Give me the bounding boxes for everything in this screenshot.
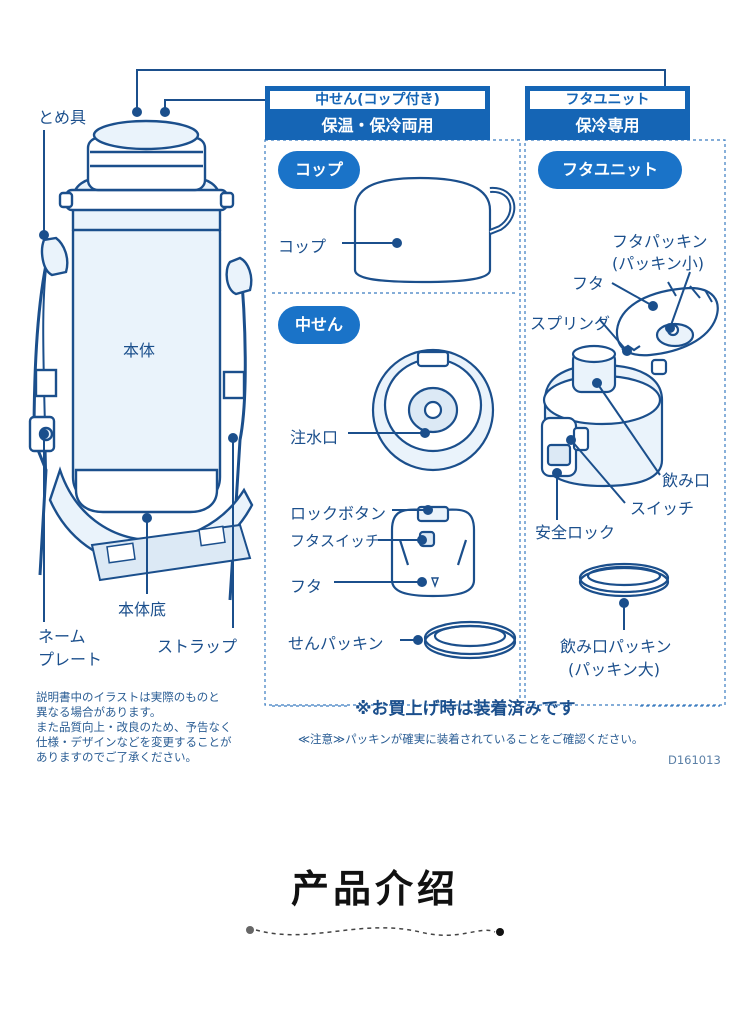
caution-note: ≪注意≫パッキンが確実に装着されていることをご確認ください。 <box>298 732 644 746</box>
label-name-plate-line2: プレート <box>38 650 103 669</box>
label-strap: ストラップ <box>157 637 238 656</box>
label-futa-packing-line2: (パッキン小) <box>612 254 705 273</box>
packing-small-illustration <box>423 620 517 660</box>
bottle-illustration <box>28 119 254 601</box>
label-hontai-zoko: 本体底 <box>118 600 167 619</box>
header-futa-unit: フタユニット 保冷専用 <box>525 86 690 140</box>
cup-leader <box>342 238 402 248</box>
label-tomegu: とめ具 <box>38 108 87 127</box>
lid-unit-leaders <box>552 271 691 630</box>
label-futa-packing-line1: フタパッキン <box>612 232 708 251</box>
label-cup: コップ <box>278 237 327 256</box>
label-hontai: 本体 <box>123 341 156 360</box>
header-futa-unit-bottom: 保冷専用 <box>575 116 640 135</box>
pill-nakasen: 中せん <box>278 306 360 344</box>
label-lock-button: ロックボタン <box>290 504 387 523</box>
label-futa-unit-futa: フタ <box>572 274 605 293</box>
lid-unit-illustration <box>540 281 719 488</box>
pill-futa-unit: フタユニット <box>538 151 682 189</box>
label-name-plate-line1: ネーム <box>38 627 86 646</box>
packing-large-illustration <box>578 562 670 598</box>
left-leader-lines <box>39 130 238 628</box>
header-nakasen-top: 中せん(コップ付き) <box>268 89 487 111</box>
header-nakasen: 中せん(コップ付き) 保温・保冷両用 <box>265 86 490 140</box>
nakasen-leaders <box>334 428 433 645</box>
installed-note: ※お買上げ時は装着済みです <box>355 699 576 719</box>
label-nomiguchi-packing-line2: (パッキン大) <box>568 660 661 679</box>
connector-lines <box>132 69 666 117</box>
label-nakasen-futa: フタ <box>290 577 323 596</box>
label-sen-packing: せんパッキン <box>288 634 384 653</box>
label-chusuiguchi: 注水口 <box>290 428 339 447</box>
label-futa-switch: フタスイッチ <box>290 532 381 550</box>
disclaimer-note: 説明書中のイラストは実際のものと 異なる場合があります。 また品質向上・改良のた… <box>36 690 232 764</box>
footer-title: 产品介绍 <box>290 867 459 911</box>
stopper-illustration <box>371 348 495 472</box>
label-nomiguchi-packing-line1: 飲み口パッキン <box>560 637 672 656</box>
section-frames <box>264 139 726 706</box>
label-nomiguchi: 飲み口 <box>662 471 711 490</box>
header-futa-unit-top: フタユニット <box>528 89 687 111</box>
header-nakasen-bottom: 保温・保冷両用 <box>321 116 434 135</box>
label-anzen-lock: 安全ロック <box>535 523 616 542</box>
label-switch: スイッチ <box>630 499 695 518</box>
product-code: D161013 <box>668 753 721 767</box>
cup-illustration <box>353 176 516 284</box>
footer-divider <box>246 926 504 936</box>
label-spring: スプリング <box>530 314 611 333</box>
pill-cup: コップ <box>278 151 360 189</box>
